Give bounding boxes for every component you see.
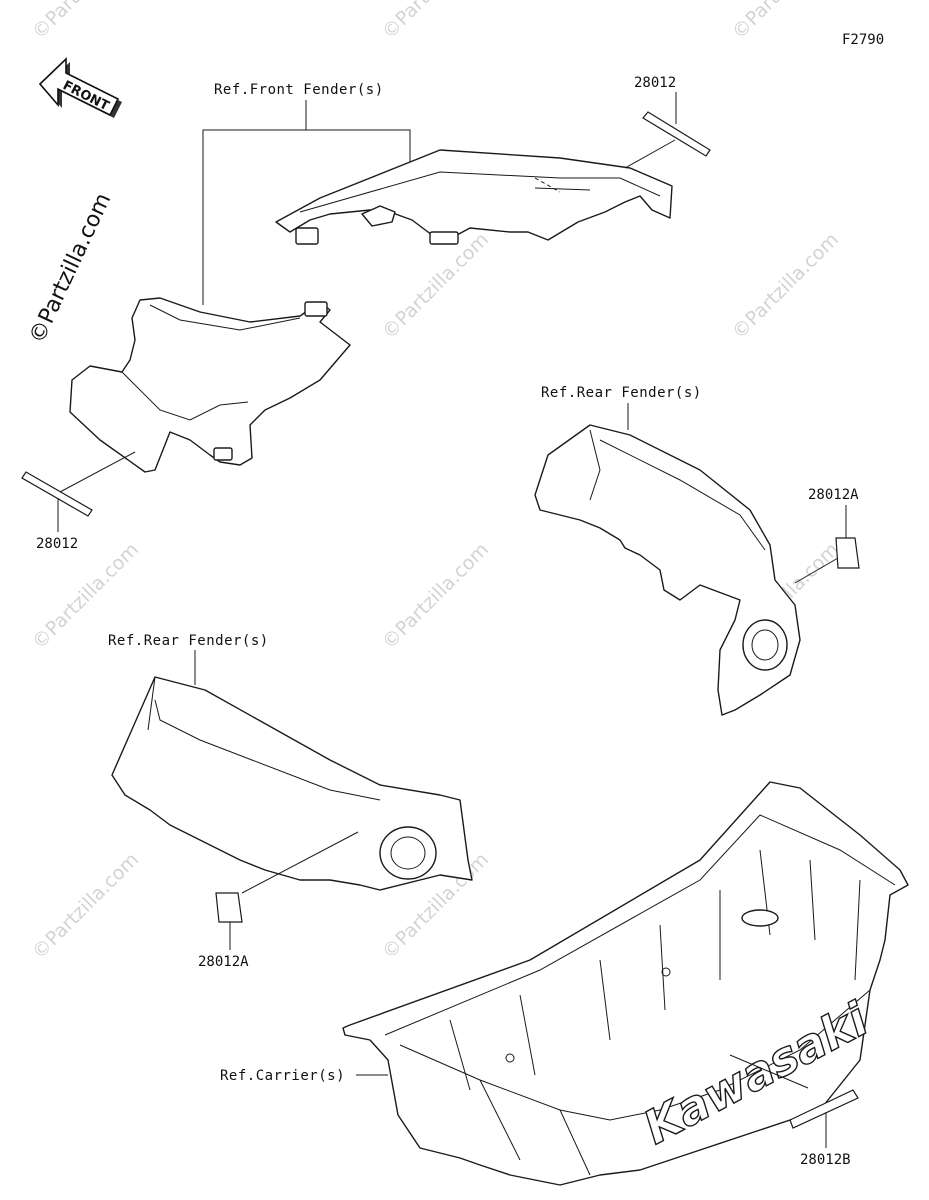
label-ref-rear-fenders-right: Ref.Rear Fender(s): [541, 385, 702, 401]
figure-code: F2790: [842, 32, 884, 48]
rear-fender-left-part: [111, 676, 473, 891]
watermark: ©Partzilla.com: [28, 849, 143, 964]
watermark: ©Partzilla.com: [378, 539, 493, 654]
part-number-28012b: 28012B: [800, 1152, 851, 1168]
decal-28012-left-part: [21, 451, 136, 532]
part-number-28012a-right: 28012A: [808, 487, 859, 503]
decal-28012b-part: [729, 1054, 859, 1148]
front-fender-left-part: [69, 297, 351, 473]
watermark: ©Partzilla.com: [378, 229, 493, 344]
label-ref-carriers: Ref.Carrier(s): [220, 1068, 345, 1084]
front-fender-right-part: [275, 149, 673, 245]
watermark: ©Partzilla.com: [728, 229, 843, 344]
watermark: ©Partzilla.com: [728, 0, 843, 44]
decal-28012a-lower-part: [215, 831, 359, 950]
front-arrow-icon: FRONT: [38, 57, 122, 118]
watermark: ©Partzilla.com: [378, 0, 493, 44]
part-number-28012-left: 28012: [36, 536, 78, 552]
label-ref-front-fenders: Ref.Front Fender(s): [214, 82, 384, 98]
part-number-28012a-lower: 28012A: [198, 954, 249, 970]
part-number-28012-top: 28012: [634, 75, 676, 91]
label-ref-rear-fenders-left: Ref.Rear Fender(s): [108, 633, 269, 649]
partzilla-brand-watermark: ©Partzilla.com: [25, 189, 116, 347]
rear-fender-right-part: [534, 424, 801, 716]
decal-28012-top-part: [624, 92, 711, 169]
decal-28012a-right-part: [794, 505, 860, 584]
watermark: ©Partzilla.com: [28, 0, 143, 44]
